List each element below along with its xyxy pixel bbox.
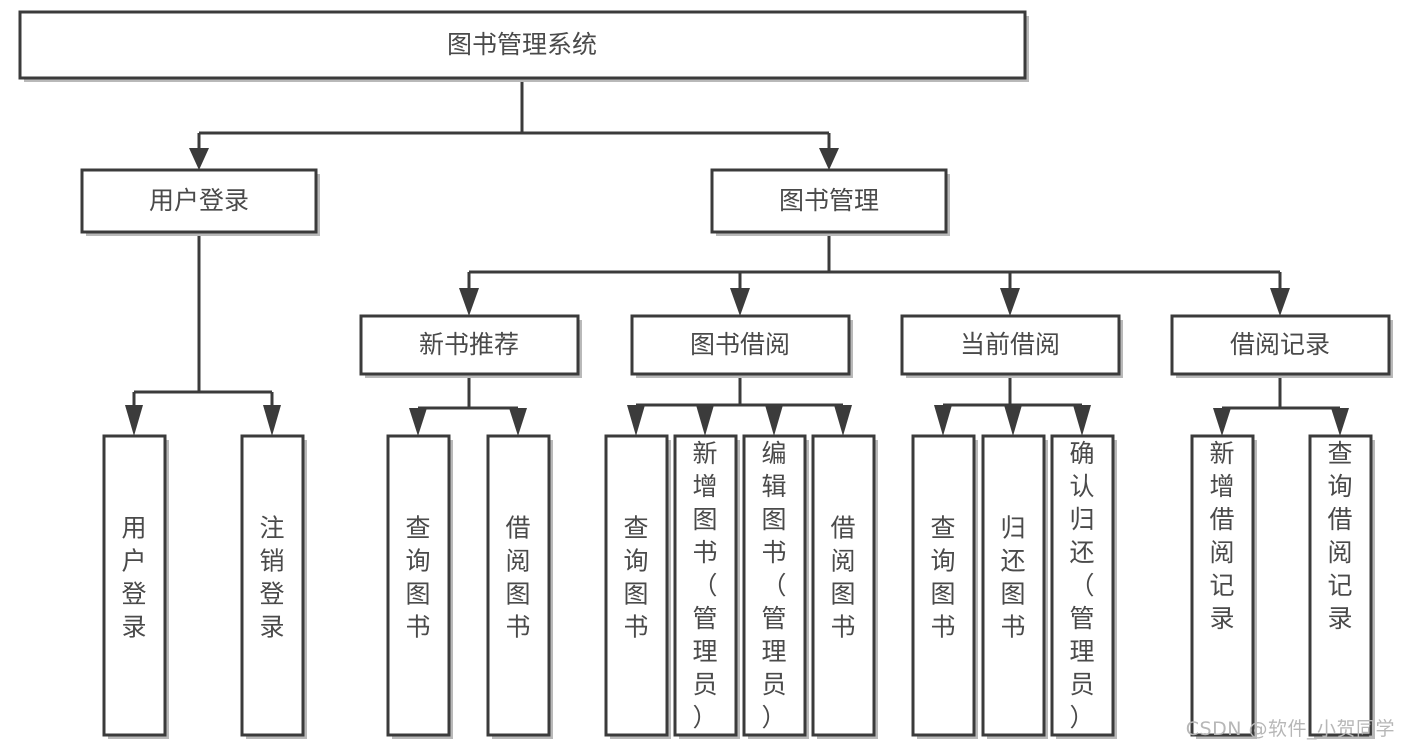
node-leaf-add-record-label: 新增借阅记录 — [1209, 439, 1234, 633]
arrow-root-to-book-manage — [819, 148, 839, 170]
node-leaf-return-book-label: 归还图书 — [1000, 514, 1025, 642]
node-leaf-add-book-rect[interactable] — [673, 434, 738, 737]
node-current-borrow[interactable]: 当前借阅 — [900, 314, 1123, 378]
node-book-borrow-label: 图书借阅 — [690, 330, 790, 359]
node-leaf-user-logout-rect[interactable] — [240, 434, 305, 737]
node-new-book-rec[interactable]: 新书推荐 — [359, 314, 582, 378]
node-current-borrow-rect[interactable] — [900, 314, 1121, 376]
node-user-login[interactable]: 用户登录 — [80, 168, 320, 236]
node-leaf-borrow-book-2-rect[interactable] — [811, 434, 876, 737]
node-user-login-rect[interactable] — [80, 168, 318, 234]
node-leaf-query-book-1-rect[interactable] — [386, 434, 451, 737]
arrow-cb-to-confirm-return — [1073, 405, 1091, 436]
node-layer: 图书管理系统 用户登录 图书管理 新书推荐 — [18, 10, 1393, 739]
node-leaf-edit-book-rect[interactable] — [742, 434, 807, 737]
arrow-bb-to-borrow-book — [834, 405, 852, 436]
node-leaf-confirm-return-rect[interactable] — [1050, 434, 1115, 737]
arrow-bb-to-query — [627, 405, 645, 436]
node-leaf-borrow-book-1-rect[interactable] — [486, 434, 551, 737]
node-leaf-edit-book[interactable]: 编辑图书（管理员） — [742, 434, 809, 739]
node-leaf-add-record[interactable]: 新增借阅记录 — [1190, 434, 1257, 739]
arrow-bm-to-new-book-rec — [459, 288, 479, 316]
node-leaf-query-record-rect[interactable] — [1308, 434, 1373, 737]
node-leaf-return-book[interactable]: 归还图书 — [981, 434, 1048, 739]
arrow-root-to-user-login — [189, 148, 209, 170]
node-leaf-query-book-3[interactable]: 查询图书 — [911, 434, 978, 739]
node-book-borrow-rect[interactable] — [630, 314, 851, 376]
node-book-borrow[interactable]: 图书借阅 — [630, 314, 853, 378]
node-leaf-user-logout-label: 注销登录 — [259, 514, 284, 642]
node-borrow-record[interactable]: 借阅记录 — [1170, 314, 1393, 378]
node-borrow-record-label: 借阅记录 — [1230, 330, 1330, 359]
node-leaf-query-record-label: 查询借阅记录 — [1327, 439, 1352, 633]
arrow-br-to-add-record — [1213, 408, 1231, 436]
node-leaf-return-book-rect[interactable] — [981, 434, 1046, 737]
arrow-bb-to-edit-book — [765, 405, 783, 436]
arrow-nbr-to-query — [409, 408, 427, 436]
arrow-cb-to-return — [1004, 405, 1022, 436]
arrow-ul-to-leaf-login — [125, 405, 143, 436]
arrow-bm-to-book-borrow — [730, 288, 750, 316]
node-leaf-borrow-book-1-label: 借阅图书 — [505, 514, 530, 642]
node-book-manage-label: 图书管理 — [779, 186, 879, 215]
node-leaf-borrow-book-2[interactable]: 借阅图书 — [811, 434, 878, 739]
node-leaf-query-record[interactable]: 查询借阅记录 — [1308, 434, 1375, 739]
node-borrow-record-rect[interactable] — [1170, 314, 1391, 376]
arrow-cb-to-query — [934, 405, 952, 436]
node-leaf-query-book-2[interactable]: 查询图书 — [604, 434, 671, 739]
node-leaf-user-logout[interactable]: 注销登录 — [240, 434, 307, 739]
node-leaf-add-book[interactable]: 新增图书（管理员） — [673, 434, 740, 739]
arrow-br-to-query-record — [1331, 408, 1349, 436]
node-leaf-query-book-3-label: 查询图书 — [930, 514, 955, 642]
node-leaf-add-book-label: 新增图书（管理员） — [692, 439, 717, 732]
node-leaf-user-login-label: 用户登录 — [121, 514, 146, 642]
connector-layer — [125, 78, 1349, 436]
node-leaf-borrow-book-1[interactable]: 借阅图书 — [486, 434, 553, 739]
node-root-label: 图书管理系统 — [447, 30, 597, 59]
node-leaf-query-book-3-rect[interactable] — [911, 434, 976, 737]
arrow-bm-to-current-borrow — [1000, 288, 1020, 316]
node-leaf-query-book-1-label: 查询图书 — [405, 514, 430, 642]
node-leaf-user-login[interactable]: 用户登录 — [102, 434, 169, 739]
arrow-bm-to-borrow-record — [1270, 288, 1290, 316]
node-current-borrow-label: 当前借阅 — [960, 330, 1060, 359]
arrow-nbr-to-borrow — [509, 408, 527, 436]
node-root-rect[interactable] — [18, 10, 1027, 80]
node-user-login-label: 用户登录 — [149, 186, 249, 215]
node-leaf-borrow-book-2-label: 借阅图书 — [830, 514, 855, 642]
node-leaf-edit-book-label: 编辑图书（管理员） — [761, 439, 786, 732]
node-new-book-rec-label: 新书推荐 — [419, 330, 519, 359]
node-root[interactable]: 图书管理系统 — [18, 10, 1029, 82]
node-leaf-query-book-2-rect[interactable] — [604, 434, 669, 737]
node-leaf-add-record-rect[interactable] — [1190, 434, 1255, 737]
node-leaf-confirm-return-label: 确认归还（管理员） — [1069, 439, 1094, 732]
node-leaf-query-book-1[interactable]: 查询图书 — [386, 434, 453, 739]
node-leaf-user-login-rect[interactable] — [102, 434, 167, 737]
arrow-bb-to-add-book — [696, 405, 714, 436]
arrow-ul-to-leaf-logout — [263, 405, 281, 436]
node-leaf-confirm-return[interactable]: 确认归还（管理员） — [1050, 434, 1117, 739]
node-leaf-query-book-2-label: 查询图书 — [623, 514, 648, 642]
node-book-manage[interactable]: 图书管理 — [710, 168, 950, 236]
node-book-manage-rect[interactable] — [710, 168, 948, 234]
node-new-book-rec-rect[interactable] — [359, 314, 580, 376]
